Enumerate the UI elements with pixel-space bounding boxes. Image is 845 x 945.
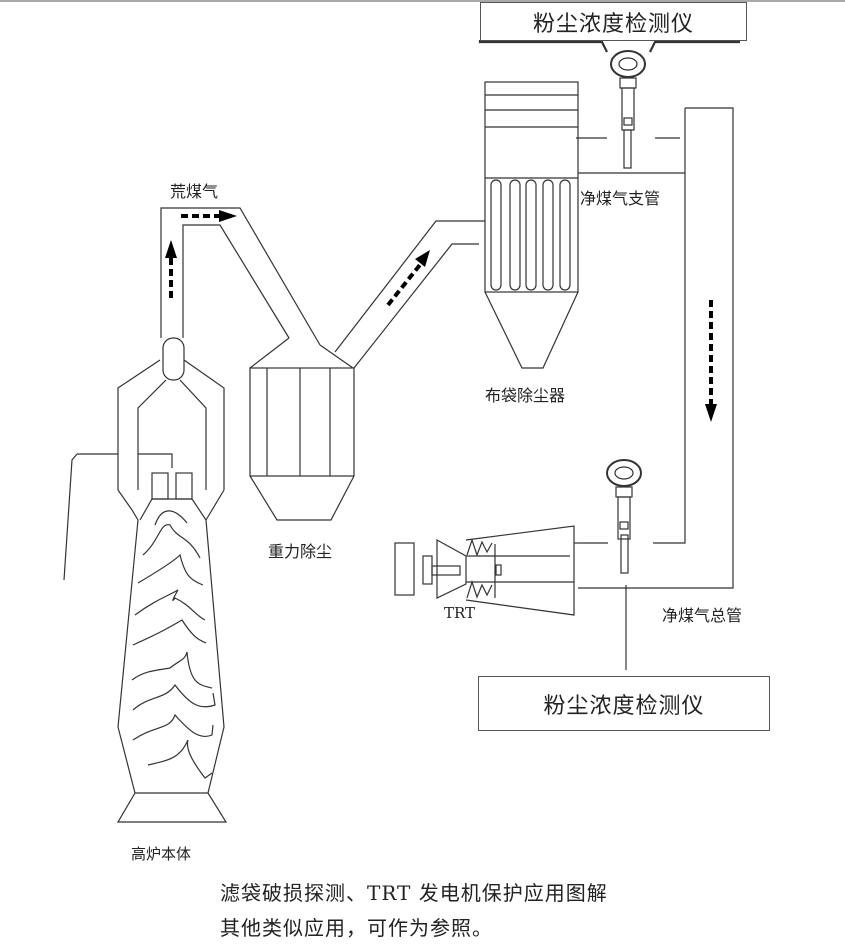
dust-meter-label-bottom: 粉尘浓度检测仪 <box>543 693 705 719</box>
dust-sensor-top <box>478 40 740 169</box>
arrow-down-head <box>705 404 717 422</box>
flow-arrows <box>169 214 713 410</box>
caption-line-2: 其他类似应用，可作为参照。 <box>220 916 493 940</box>
label-gravity-duster: 重力除尘 <box>268 542 333 561</box>
caption-line-1: 滤袋破损探测、TRT 发电机保护应用图解 <box>220 881 608 905</box>
dust-meter-box-top: 粉尘浓度检测仪 <box>480 2 747 41</box>
downcomer-joint <box>162 337 185 381</box>
arrow-up-head <box>165 240 177 258</box>
dust-sensor-bottom <box>606 459 642 670</box>
gravity-duster <box>249 367 355 521</box>
raw-gas-pipe <box>160 207 354 381</box>
label-blast-furnace: 高炉本体 <box>131 845 192 863</box>
clean-gas-branch-pipe <box>576 107 734 589</box>
bag-filter <box>484 81 579 369</box>
label-bag-filter: 布袋除尘器 <box>485 386 566 405</box>
label-clean-gas-main: 净煤气总管 <box>662 606 743 625</box>
arrow-diagonal-shaft <box>386 259 425 307</box>
label-trt: TRT <box>444 604 476 622</box>
arrow-right-head <box>219 210 237 222</box>
dust-meter-label-top: 粉尘浓度检测仪 <box>532 11 694 37</box>
arrow-diagonal-head <box>415 250 430 267</box>
duster-to-filter-pipe <box>334 220 485 369</box>
trt-turbine <box>394 525 578 616</box>
dust-meter-box-bottom: 粉尘浓度检测仪 <box>478 676 770 731</box>
top-border-line <box>0 0 845 2</box>
label-raw-gas: 荒煤气 <box>170 182 219 201</box>
blast-furnace <box>63 359 228 823</box>
label-clean-gas-branch: 净煤气支管 <box>580 189 661 208</box>
